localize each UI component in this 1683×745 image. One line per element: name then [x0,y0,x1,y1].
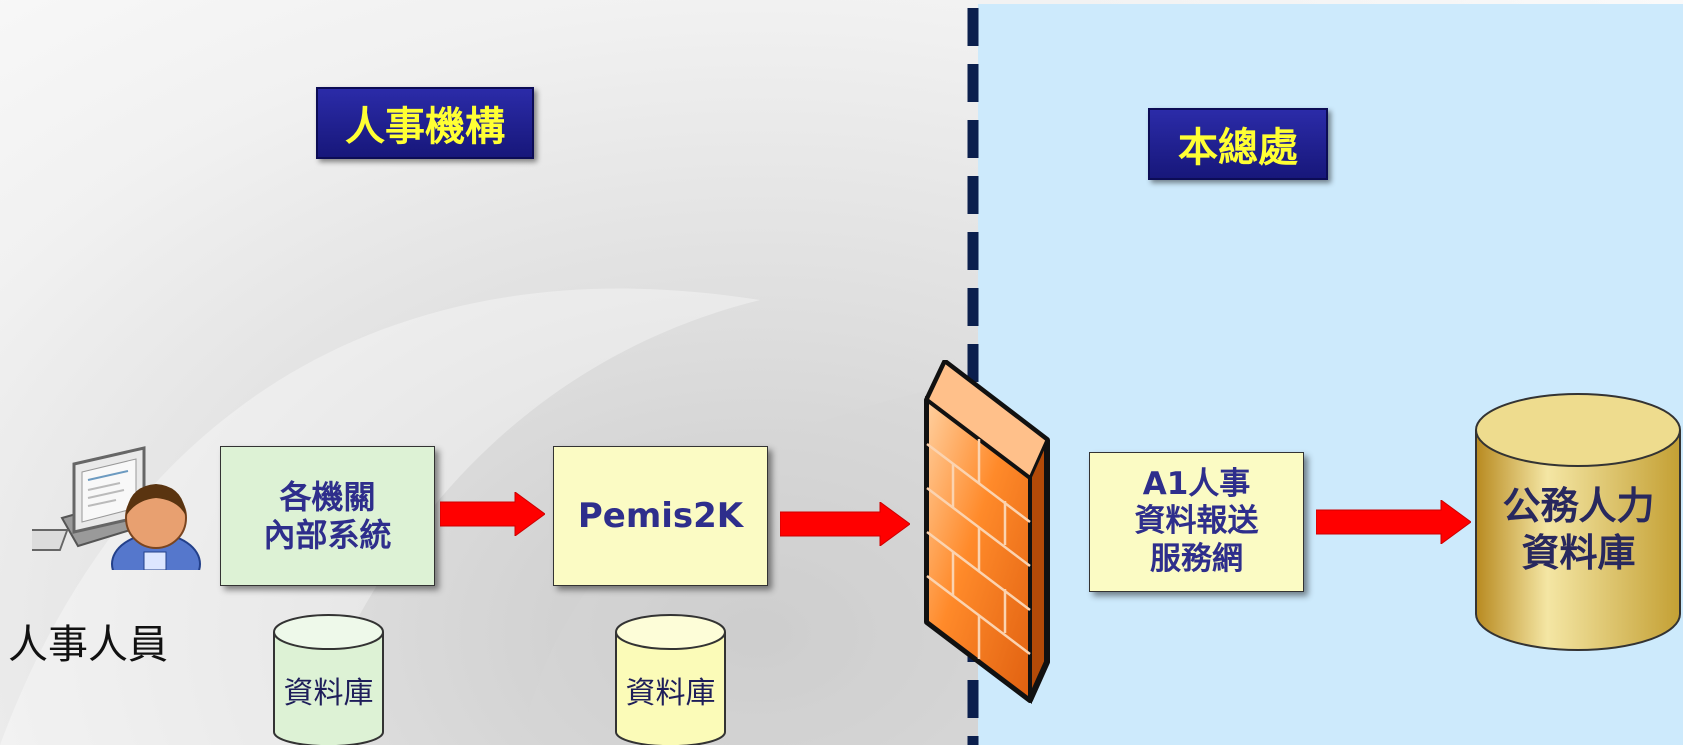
zone-divider [967,8,979,745]
internal-system-line2: 內部系統 [263,516,392,554]
a1-service-line1: A1人事 [1142,466,1251,503]
central-db-line2: 資料庫 [1521,531,1636,575]
a1-service-box: A1人事 資料報送 服務網 [1089,452,1304,592]
right-arrow-icon [1316,500,1471,544]
computer-user-icon [32,446,201,570]
database-icon [1475,393,1681,651]
a1-service-line2: 資料報送 [1134,503,1259,540]
firewall-icon [924,360,1050,705]
internal-system-box: 各機關 內部系統 [220,446,435,586]
right-arrow-icon [440,492,545,536]
central-db-label: 公務人力 資料庫 [1476,470,1681,590]
left-org-title: 人事機構 [316,87,534,159]
right-org-title: 本總處 [1148,108,1328,180]
right-arrow-icon [780,502,910,546]
internal-system-line1: 各機關 [279,477,376,516]
pemis2k-box: Pemis2K [553,446,768,586]
database-icon [273,614,384,745]
person-label: 人事人員 [8,622,168,668]
pemis-db-label: 資料庫 [625,676,716,711]
database-icon [615,614,726,745]
a1-service-line3: 服務網 [1150,540,1243,577]
internal-db-label: 資料庫 [283,676,374,711]
central-db-line1: 公務人力 [1502,483,1655,528]
